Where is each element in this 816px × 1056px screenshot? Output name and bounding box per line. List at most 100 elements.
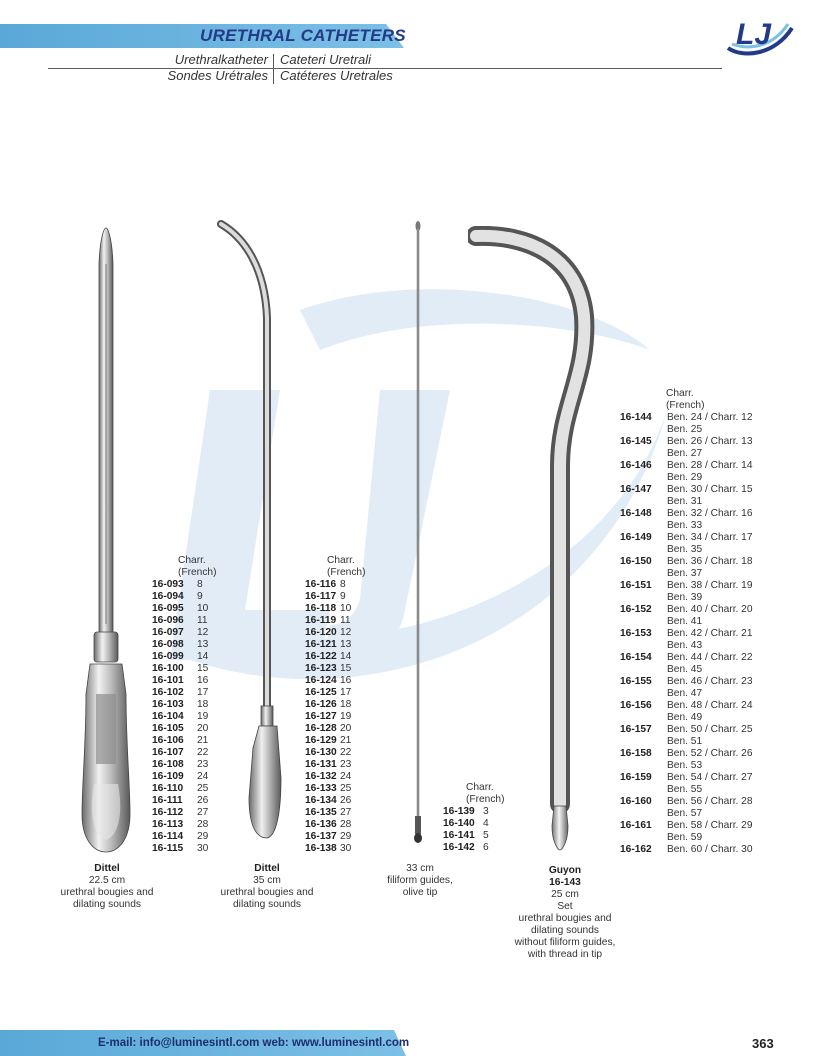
item-size: 4: [483, 818, 489, 829]
caption-line: with thread in tip: [527, 949, 603, 960]
item-size-alt: Ben. 39: [667, 592, 703, 603]
item-code: 16-099: [152, 651, 184, 662]
caption-line: without filiform guides,: [514, 937, 616, 948]
item-size-alt: Ben. 53: [667, 760, 703, 771]
page-title: URETHRAL CATHETERS: [200, 26, 406, 45]
item-code: 16-125: [305, 687, 337, 698]
item-size: 18: [340, 699, 352, 710]
subtitle-right: Cateteri Uretrali Catéteres Uretrales: [280, 52, 393, 84]
item-code: 16-137: [305, 831, 337, 842]
item-size: 12: [340, 627, 352, 638]
item-size: 28: [197, 819, 209, 830]
item-code: 16-149: [620, 532, 652, 543]
item-code: 16-116: [305, 579, 337, 590]
item-size-alt: Ben. 45: [667, 664, 703, 675]
item-size: 12: [197, 627, 209, 638]
caption-line: urethral bougies and: [518, 913, 612, 924]
item-size: 15: [197, 663, 209, 674]
item-size: Ben. 48 / Charr. 24: [667, 700, 753, 711]
table-header: Charr.: [466, 782, 494, 793]
item-code: 16-144: [620, 412, 652, 423]
svg-text:LJ: LJ: [736, 18, 772, 51]
item-code: 16-161: [620, 820, 652, 831]
caption-line: dilating sounds: [73, 899, 141, 910]
item-size: 26: [197, 795, 209, 806]
item-code: 16-122: [305, 651, 337, 662]
item-code: 16-162: [620, 844, 652, 855]
item-code: 16-138: [305, 843, 337, 854]
item-size-alt: Ben. 27: [667, 448, 703, 459]
item-size: 14: [197, 651, 209, 662]
dittel-short-caption: Dittel 22.5 cm urethral bougies and dila…: [50, 863, 164, 911]
item-code: 16-139: [443, 806, 475, 817]
item-size: 25: [197, 783, 209, 794]
header-band: [0, 24, 404, 48]
item-size: 14: [340, 651, 352, 662]
item-size: Ben. 46 / Charr. 23: [667, 676, 753, 687]
guyon-caption: Guyon 16-143 25 cm Set urethral bougies …: [505, 865, 625, 961]
item-code: 16-108: [152, 759, 184, 770]
item-size: 9: [197, 591, 203, 602]
item-code: 16-154: [620, 652, 652, 663]
subtitle-divider: [273, 54, 274, 84]
caption-name: Dittel: [94, 863, 120, 874]
item-code: 16-105: [152, 723, 184, 734]
page-number: 363: [752, 1036, 774, 1051]
item-size: 5: [483, 830, 489, 841]
caption-line: Set: [557, 901, 573, 912]
item-code: 16-115: [152, 843, 184, 854]
item-code: 16-135: [305, 807, 337, 818]
item-size: 10: [340, 603, 352, 614]
item-size: Ben. 24 / Charr. 12: [667, 412, 753, 423]
item-code: 16-157: [620, 724, 652, 735]
item-code: 16-150: [620, 556, 652, 567]
item-size: Ben. 34 / Charr. 17: [667, 532, 753, 543]
item-code: 16-117: [305, 591, 337, 602]
caption-line: dilating sounds: [233, 899, 301, 910]
item-code: 16-095: [152, 603, 184, 614]
item-size-alt: Ben. 57: [667, 808, 703, 819]
item-code: 16-160: [620, 796, 652, 807]
item-code: 16-106: [152, 735, 184, 746]
table-row: 16-150 Ben. 36 / Charr. 18: [620, 556, 753, 568]
caption-length: 25 cm: [551, 889, 579, 900]
item-size-alt: Ben. 43: [667, 640, 703, 651]
item-code: 16-094: [152, 591, 184, 602]
subtitle-italian: Cateteri Uretrali: [280, 52, 372, 67]
item-size: 26: [340, 795, 352, 806]
item-size-alt: Ben. 25: [667, 424, 703, 435]
item-size: 18: [197, 699, 209, 710]
item-size: Ben. 36 / Charr. 18: [667, 556, 753, 567]
item-code: 16-109: [152, 771, 184, 782]
item-size: Ben. 30 / Charr. 15: [667, 484, 753, 495]
footer-band: [0, 1030, 406, 1056]
item-size: 6: [483, 842, 489, 853]
item-size: 22: [197, 747, 209, 758]
item-code: 16-158: [620, 748, 652, 759]
dittel-short-bougie-image: [81, 227, 131, 853]
item-size: Ben. 44 / Charr. 22: [667, 652, 753, 663]
item-size: Ben. 56 / Charr. 28: [667, 796, 753, 807]
guyon-bougie-image: [468, 226, 595, 851]
lj-logo-icon: LJ: [726, 18, 794, 56]
